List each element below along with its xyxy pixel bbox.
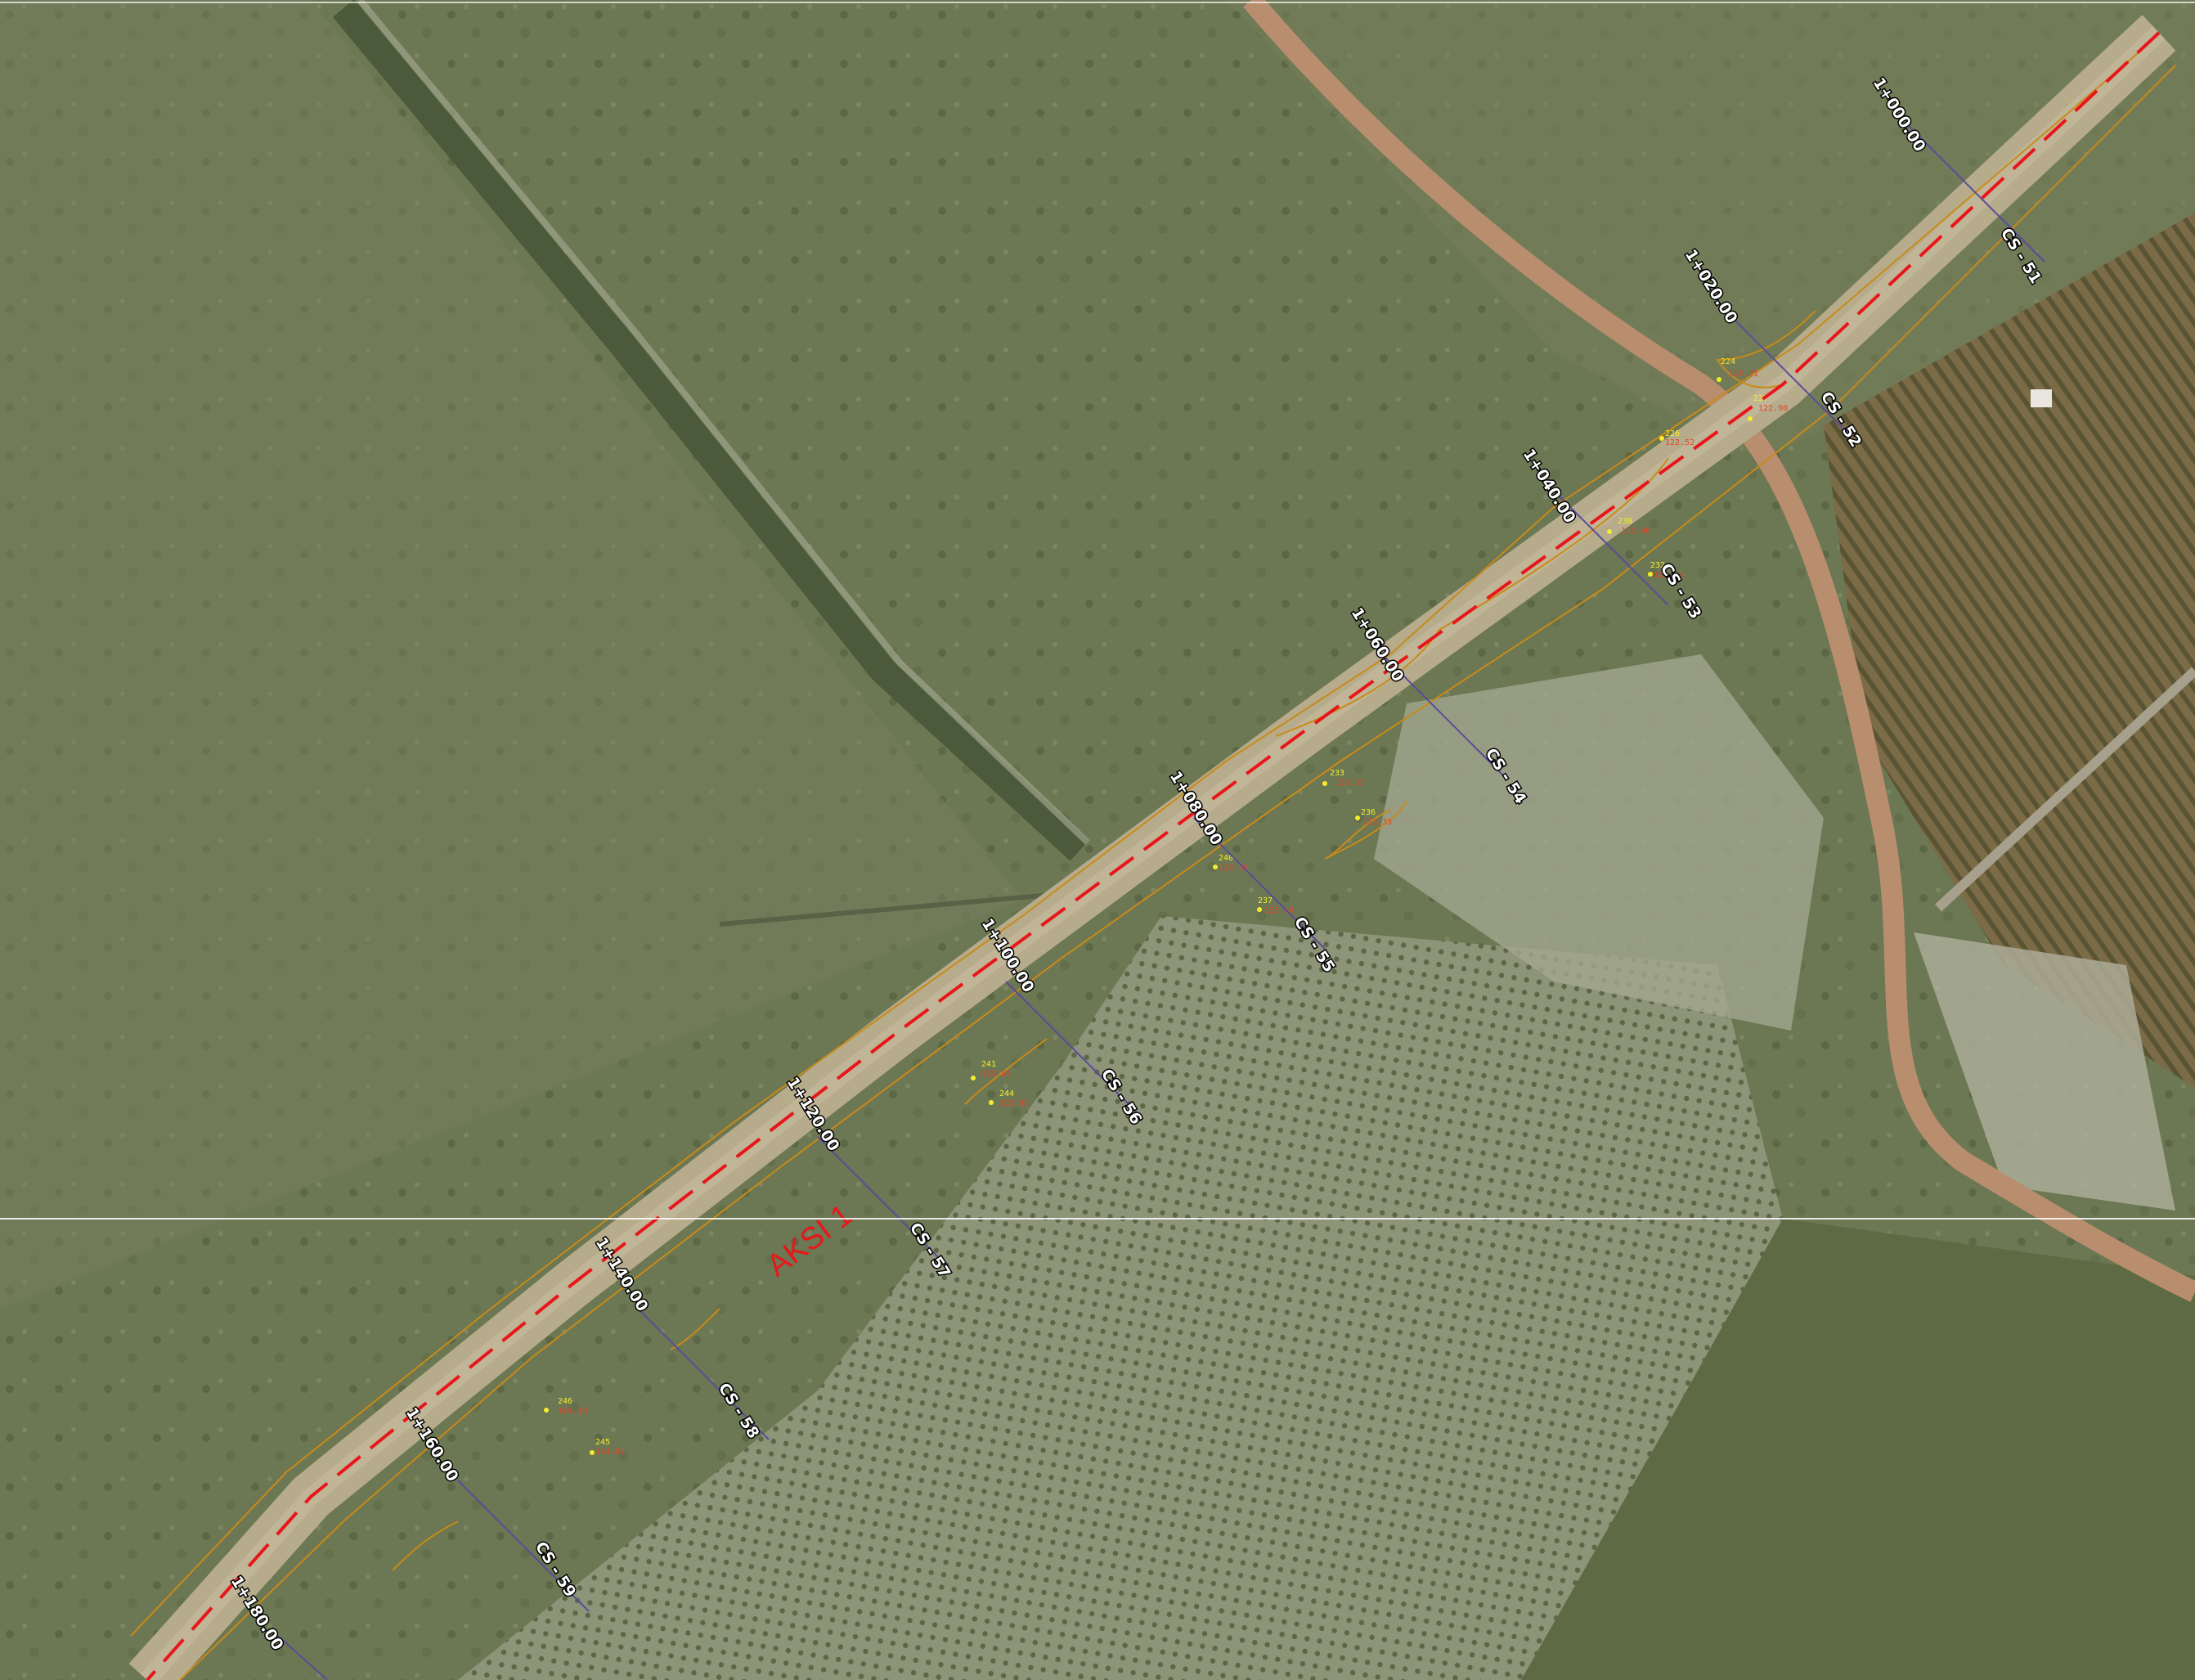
survey-point-elevation: 124.10 bbox=[558, 1407, 587, 1416]
survey-point-elevation: 123.84 bbox=[981, 1070, 1011, 1079]
contour-loop-3 bbox=[1324, 801, 1407, 860]
survey-point-elevation: 123.95 bbox=[999, 1099, 1029, 1108]
contour-lines bbox=[130, 48, 2176, 1680]
small-building bbox=[2031, 389, 2052, 407]
survey-point-dot bbox=[1213, 865, 1218, 869]
north-field bbox=[1227, 0, 2195, 458]
survey-point-id: 241 bbox=[981, 1060, 996, 1069]
survey-point-elevation: 123.31 bbox=[1335, 779, 1364, 788]
survey-point-dot bbox=[1607, 529, 1612, 534]
survey-point-labels: 224 122.71 226 122.52 227 122.90 230 122… bbox=[558, 357, 1788, 1457]
alignment-centerline bbox=[146, 31, 2161, 1680]
contour-loop-1 bbox=[1275, 457, 1669, 737]
cross-section-line bbox=[637, 1308, 770, 1440]
survey-point-id: 233 bbox=[1330, 769, 1344, 778]
survey-point-dot bbox=[590, 1450, 595, 1455]
survey-point-dots bbox=[544, 377, 1753, 1455]
contour-loop-6 bbox=[392, 1521, 459, 1571]
cross-section-line bbox=[1537, 474, 1669, 606]
cross-section-line bbox=[1005, 981, 1138, 1113]
farm-track bbox=[1934, 667, 2195, 912]
survey-point-dot bbox=[1355, 815, 1360, 820]
survey-point-dot bbox=[1748, 416, 1753, 421]
survey-point-id: 232 bbox=[1650, 561, 1665, 570]
survey-point-elevation: 122.90 bbox=[1758, 404, 1788, 413]
survey-point-dot bbox=[1257, 907, 1262, 912]
survey-point-id: 237 bbox=[1258, 896, 1273, 905]
contour-loop-2 bbox=[1716, 310, 1816, 389]
survey-point-elevation: 123.14 bbox=[1654, 571, 1683, 580]
survey-point-id: 227 bbox=[1753, 394, 1768, 403]
dirt-road-east bbox=[1243, 0, 2195, 1302]
survey-point-id: 226 bbox=[1665, 429, 1680, 438]
cross-section-line bbox=[457, 1480, 590, 1612]
vineyard-field bbox=[1824, 213, 2195, 1088]
survey-point-dot bbox=[989, 1100, 994, 1105]
survey-point-id: 230 bbox=[1618, 517, 1632, 526]
survey-point-dot bbox=[1648, 572, 1653, 577]
survey-point-id: 244 bbox=[999, 1089, 1014, 1098]
cross-section-line bbox=[277, 1635, 328, 1680]
contour-north-edge bbox=[130, 48, 2143, 1637]
survey-point-dot bbox=[1322, 781, 1327, 786]
rocky-area-east bbox=[1914, 932, 2175, 1211]
cross-section-line bbox=[1905, 122, 2045, 263]
contour-loop-4 bbox=[964, 1038, 1048, 1105]
west-field bbox=[0, 0, 1022, 1309]
survey-point-elevation: 123.33 bbox=[1362, 818, 1392, 827]
cross-section-line bbox=[1193, 817, 1326, 950]
survey-point-elevation: 122.71 bbox=[1729, 370, 1758, 379]
survey-point-id: 245 bbox=[595, 1438, 610, 1447]
survey-point-dot bbox=[971, 1076, 976, 1080]
survey-point-elevation: 123.66 bbox=[1219, 864, 1248, 873]
survey-point-elevation: 123.46 bbox=[1264, 906, 1294, 915]
field-boundary bbox=[719, 889, 1089, 927]
survey-point-dot bbox=[544, 1408, 549, 1413]
survey-point-dot bbox=[1659, 436, 1664, 441]
survey-point-id: 240 bbox=[1219, 854, 1233, 863]
cross-section-line bbox=[1717, 302, 1849, 434]
survey-point-elevation: 122.52 bbox=[1665, 438, 1695, 447]
survey-point-elevation: 122.96 bbox=[1621, 527, 1650, 536]
survey-point-id: 236 bbox=[1361, 808, 1376, 817]
survey-point-id: 246 bbox=[558, 1397, 572, 1406]
drainage-channel bbox=[332, 0, 1089, 861]
southeast-field bbox=[1521, 1219, 2195, 1680]
survey-point-id: 224 bbox=[1721, 357, 1735, 366]
cross-section-lines bbox=[277, 122, 2045, 1680]
cross-section-line bbox=[817, 1136, 949, 1269]
survey-point-dot bbox=[1717, 377, 1721, 382]
contour-south-edge bbox=[179, 65, 2176, 1680]
survey-point-elevation: 124.02 bbox=[595, 1448, 625, 1457]
cross-section-line bbox=[1373, 645, 1506, 778]
orchard-field bbox=[458, 916, 1783, 1680]
channel-bank bbox=[357, 0, 1090, 845]
rocky-area bbox=[1374, 654, 1824, 1031]
